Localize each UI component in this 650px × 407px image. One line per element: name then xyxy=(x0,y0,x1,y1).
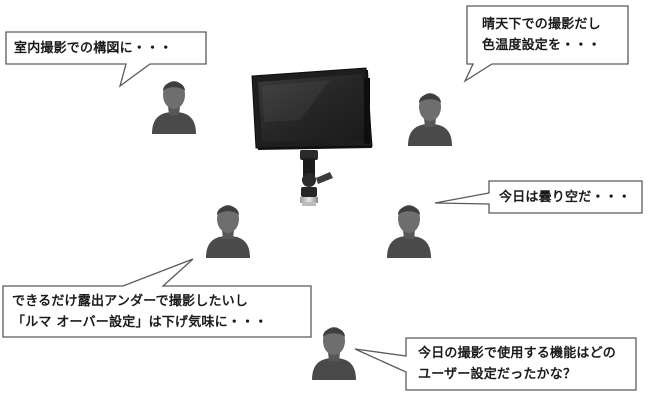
indoor-composition-text: 室内撮影での構図に・・・ xyxy=(14,41,173,56)
person-silhouette-icon xyxy=(312,327,356,380)
person-silhouette-icon xyxy=(408,93,452,146)
sunny-line-1-text: 晴天下での撮影だし xyxy=(482,17,601,32)
person-silhouette-icon xyxy=(387,205,431,258)
person-silhouette-icon xyxy=(152,81,196,134)
functions-line-1-text: 今日の撮影で使用する機能はどの xyxy=(418,346,617,361)
exposure-line-2-text: 「ルマ オーバー設定」は下げ気味に・・・ xyxy=(12,315,268,330)
sunny-line-2-text: 色温度設定を・・・ xyxy=(482,38,601,53)
person-silhouette-icon xyxy=(206,205,250,258)
speech-bubble-cloudy xyxy=(434,180,643,214)
speech-bubble-sunny xyxy=(463,5,629,83)
ball-head-mount-icon xyxy=(300,150,333,206)
field-monitor-icon xyxy=(251,67,373,150)
speech-bubble-exposure xyxy=(2,258,312,338)
speech-bubble-indoor xyxy=(5,31,207,88)
exposure-line-1-text: できるだけ露出アンダーで撮影したいし xyxy=(12,294,249,309)
functions-line-2-text: ユーザー設定だったかな？ xyxy=(418,367,577,382)
cloudy-text: 今日は曇り空だ・・・ xyxy=(499,190,632,205)
speech-bubble-functions xyxy=(354,337,637,391)
